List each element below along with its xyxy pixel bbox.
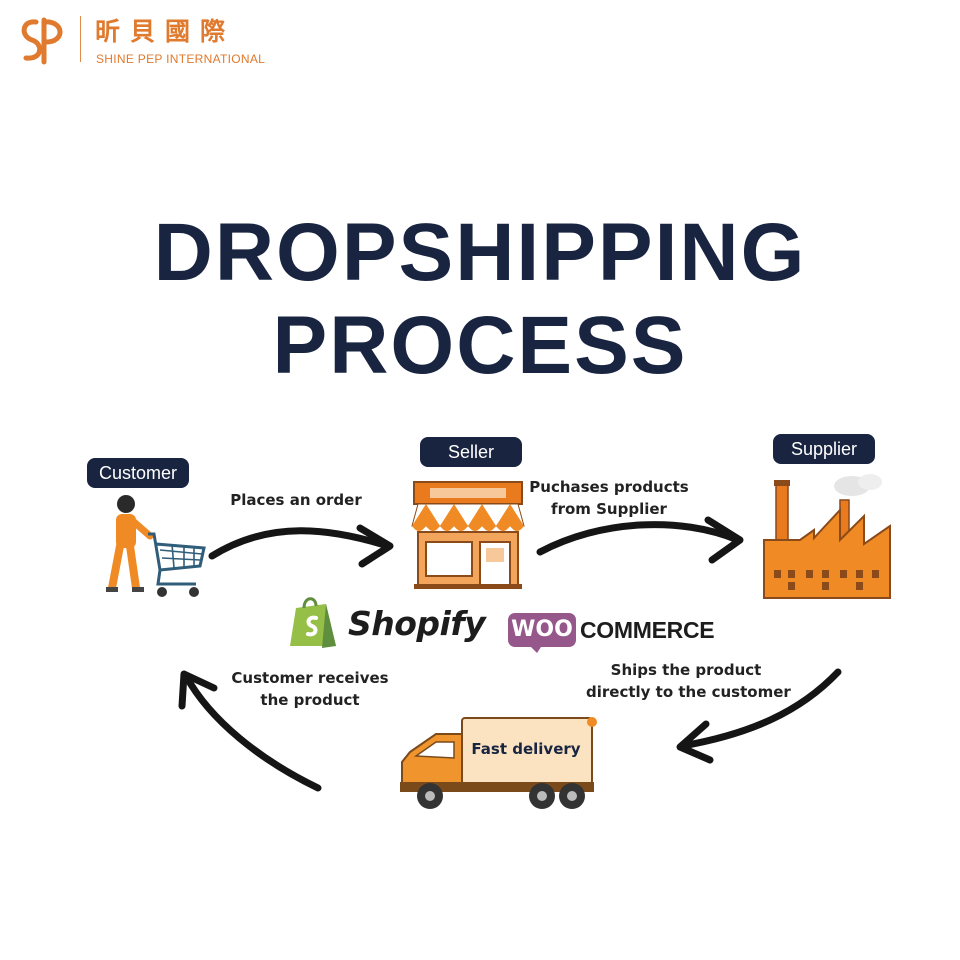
step-ships-line-1: Ships the product xyxy=(586,659,786,681)
arrow-customer-to-seller xyxy=(212,531,388,556)
woo-badge-tail xyxy=(528,644,543,653)
shopify-bag-icon xyxy=(286,594,342,650)
arrow-seller-to-supplier xyxy=(540,525,738,552)
step-receives-line-2: the product xyxy=(222,689,398,711)
step-ships-line-2: directly to the customer xyxy=(586,681,786,703)
step-receives-line-1: Customer receives xyxy=(222,667,398,689)
shopify-logo-text: Shopify xyxy=(348,604,485,643)
step-purchase-line-1: Puchases products xyxy=(520,476,698,498)
truck-fast-delivery-label: Fast delivery xyxy=(465,740,587,758)
step-purchase-line-2: from Supplier xyxy=(520,498,698,520)
woo-logo-badge: WOO xyxy=(508,613,576,647)
commerce-logo-text: COMMERCE xyxy=(580,617,714,644)
delivery-truck-icon xyxy=(396,712,600,816)
step-places-order: Places an order xyxy=(216,489,376,511)
